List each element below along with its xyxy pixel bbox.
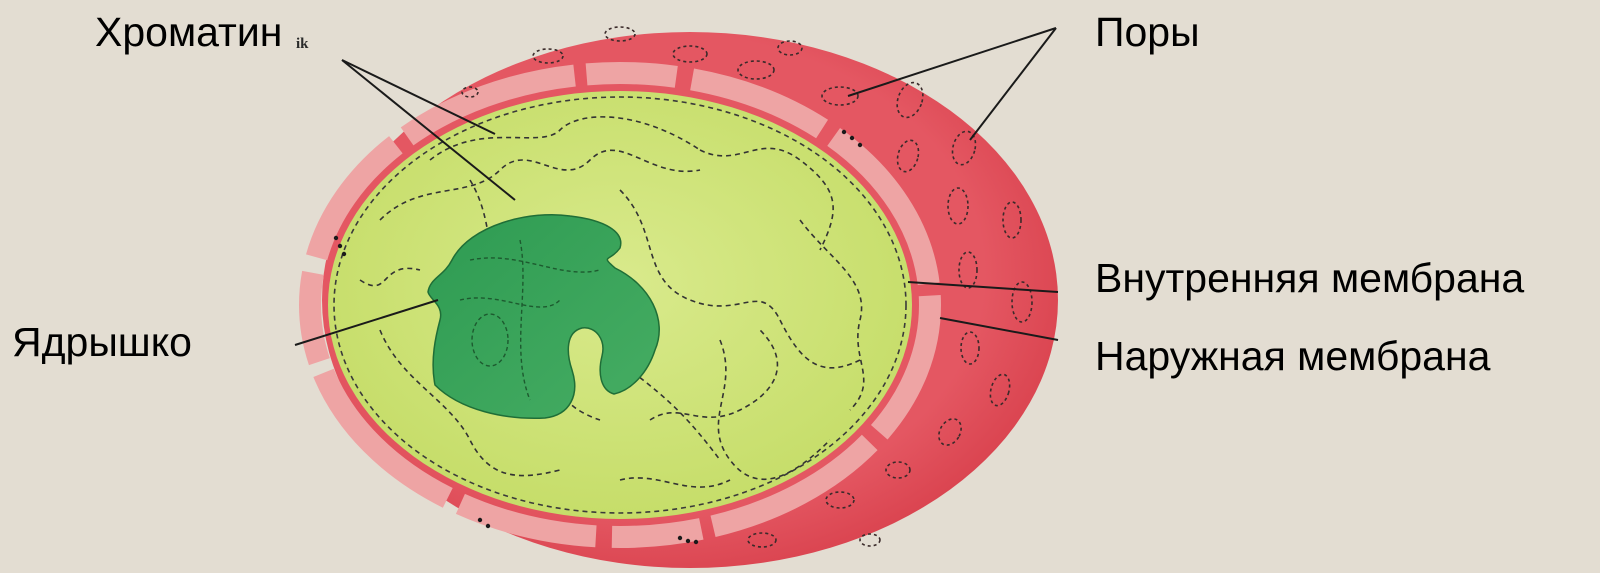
chromatin-label: Хроматин [95, 12, 282, 53]
pores-leader-2 [970, 28, 1056, 140]
pores-leader-1 [848, 28, 1056, 96]
inner-membrane-label: Внутренняя мембрана [1095, 258, 1524, 299]
tiny-mark: ik [296, 36, 309, 53]
pores-label: Поры [1095, 12, 1200, 53]
outer-membrane-label: Наружная мембрана [1095, 336, 1490, 377]
nucleolus-label: Ядрышко [12, 322, 192, 363]
